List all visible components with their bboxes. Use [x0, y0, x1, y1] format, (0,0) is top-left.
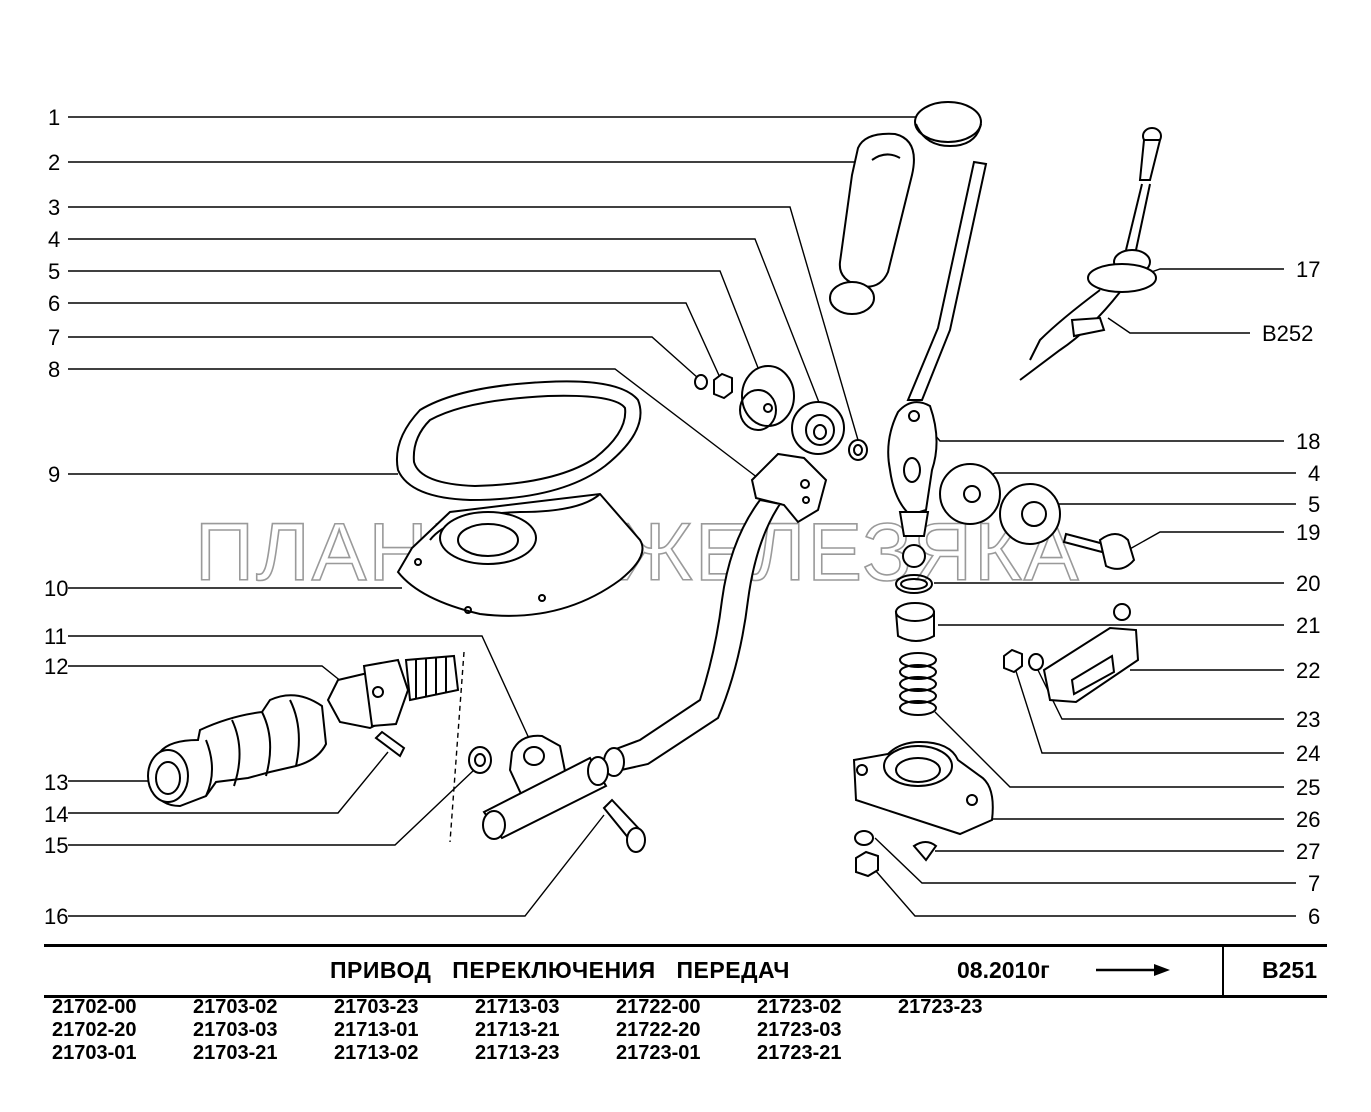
bolt-part: [602, 798, 646, 853]
effective-date: 08.2010г: [957, 957, 1050, 983]
rod-bracket-part: [603, 452, 828, 777]
callout-left-7: 7: [48, 325, 60, 350]
arrow-right-icon: [1096, 964, 1170, 976]
model-code: 21723-21: [757, 1042, 842, 1064]
callout-right-5: 5: [1308, 492, 1320, 517]
mounting-plate-part: [1042, 603, 1140, 704]
spring-part: [899, 652, 937, 716]
model-code: 21703-01: [52, 1042, 137, 1064]
model-code: 21722-00: [616, 996, 701, 1018]
model-code: 21713-01: [334, 1019, 419, 1041]
callout-right-26: 26: [1296, 807, 1320, 832]
callout-right-19: 19: [1296, 520, 1320, 545]
small-bushing-part: [848, 439, 868, 461]
callout-right-4: 4: [1308, 461, 1320, 486]
left-callouts: 1 2 3 4 5 6 7 8 9 10 11 12 13 14 15 16: [44, 105, 68, 929]
model-code: 21713-02: [334, 1042, 419, 1064]
callout-left-16: 16: [44, 904, 68, 929]
callout-right-17: 17: [1296, 257, 1320, 282]
bellows-boot-part: [147, 694, 328, 808]
callout-right-27: 27: [1296, 839, 1320, 864]
model-code: 21713-21: [475, 1019, 560, 1041]
callout-left-11: 11: [44, 624, 67, 649]
boot-part: [396, 492, 644, 617]
screw-part: [374, 730, 406, 758]
knob-cap-part: [914, 101, 982, 148]
callout-left-2: 2: [48, 150, 60, 175]
callout-left-13: 13: [44, 770, 68, 795]
dashed-grouping: [449, 651, 465, 843]
callout-right-18: 18: [1296, 429, 1320, 454]
model-code: 21723-01: [616, 1042, 701, 1064]
callout-left-5: 5: [48, 259, 60, 284]
model-code: 21723-03: [757, 1019, 842, 1041]
right-callouts: 17 B252 18 4 5 19 20 21 22 23 24 25 26 2…: [1262, 257, 1320, 929]
model-code: 21713-03: [475, 996, 560, 1018]
callout-right-24: 24: [1296, 741, 1320, 766]
callout-left-6: 6: [48, 291, 60, 316]
tube-part: [482, 756, 609, 840]
callout-right-22: 22: [1296, 658, 1320, 683]
callout-right-6: 6: [1308, 904, 1320, 929]
callout-right-b252: B252: [1262, 321, 1313, 346]
callout-right-23: 23: [1296, 707, 1320, 732]
lower-nut-washer-part: [854, 830, 879, 878]
lever-housing-part: [852, 740, 994, 836]
plug-part: [912, 841, 938, 862]
gear-knob-part: [829, 132, 915, 315]
reference-assembly-part: [1019, 127, 1162, 381]
callout-left-10: 10: [44, 576, 68, 601]
model-code: 21703-02: [193, 996, 278, 1018]
right-washer-part: [939, 463, 1001, 525]
o-ring-part: [895, 574, 933, 594]
model-code: 21703-23: [334, 996, 419, 1018]
callout-left-8: 8: [48, 357, 60, 382]
model-code: 21713-23: [475, 1042, 560, 1064]
callout-left-9: 9: [48, 462, 60, 487]
shift-lever-part: [887, 160, 988, 568]
ball-bushing-part: [894, 602, 935, 642]
bushing-part: [791, 401, 845, 455]
flange-nut-part: [468, 746, 492, 774]
right-cup-part: [999, 483, 1061, 545]
clip-bolt-part: [1062, 532, 1136, 570]
right-nut-washer-part: [1003, 648, 1044, 674]
title-divider: [1222, 947, 1224, 995]
callout-right-21: 21: [1296, 613, 1320, 638]
model-code: 21723-23: [898, 996, 983, 1018]
callout-left-3: 3: [48, 195, 60, 220]
title-block: ПРИВОД ПЕРЕКЛЮЧЕНИЯ ПЕРЕДАЧ 08.2010г B25…: [44, 944, 1327, 998]
diagram-code: B251: [1262, 957, 1317, 983]
model-code: 21723-02: [757, 996, 842, 1018]
leader-lines-left: [68, 116, 918, 917]
model-code: 21722-20: [616, 1019, 701, 1041]
callout-right-7: 7: [1308, 871, 1320, 896]
callout-left-1: 1: [48, 105, 60, 130]
nut-washer-part: [694, 372, 733, 400]
seal-frame-part: [396, 380, 642, 502]
universal-joint-part: [326, 654, 460, 730]
washer-part: [739, 365, 795, 431]
diagram-title: ПРИВОД ПЕРЕКЛЮЧЕНИЯ ПЕРЕДАЧ: [330, 957, 790, 983]
callout-left-4: 4: [48, 227, 60, 252]
exploded-parts-diagram: ПЛАНЕТА ЖЕЛЕЗЯКА 1 2 3 4 5 6 7 8 9 10 11…: [44, 101, 1320, 929]
model-code: 21703-21: [193, 1042, 278, 1064]
callout-left-12: 12: [44, 654, 68, 679]
model-code: 21702-20: [52, 1019, 137, 1041]
callout-left-15: 15: [44, 833, 68, 858]
callout-right-25: 25: [1296, 775, 1320, 800]
model-code: 21703-03: [193, 1019, 278, 1041]
callout-right-20: 20: [1296, 571, 1320, 596]
callout-left-14: 14: [44, 802, 68, 827]
model-code: 21702-00: [52, 996, 137, 1018]
